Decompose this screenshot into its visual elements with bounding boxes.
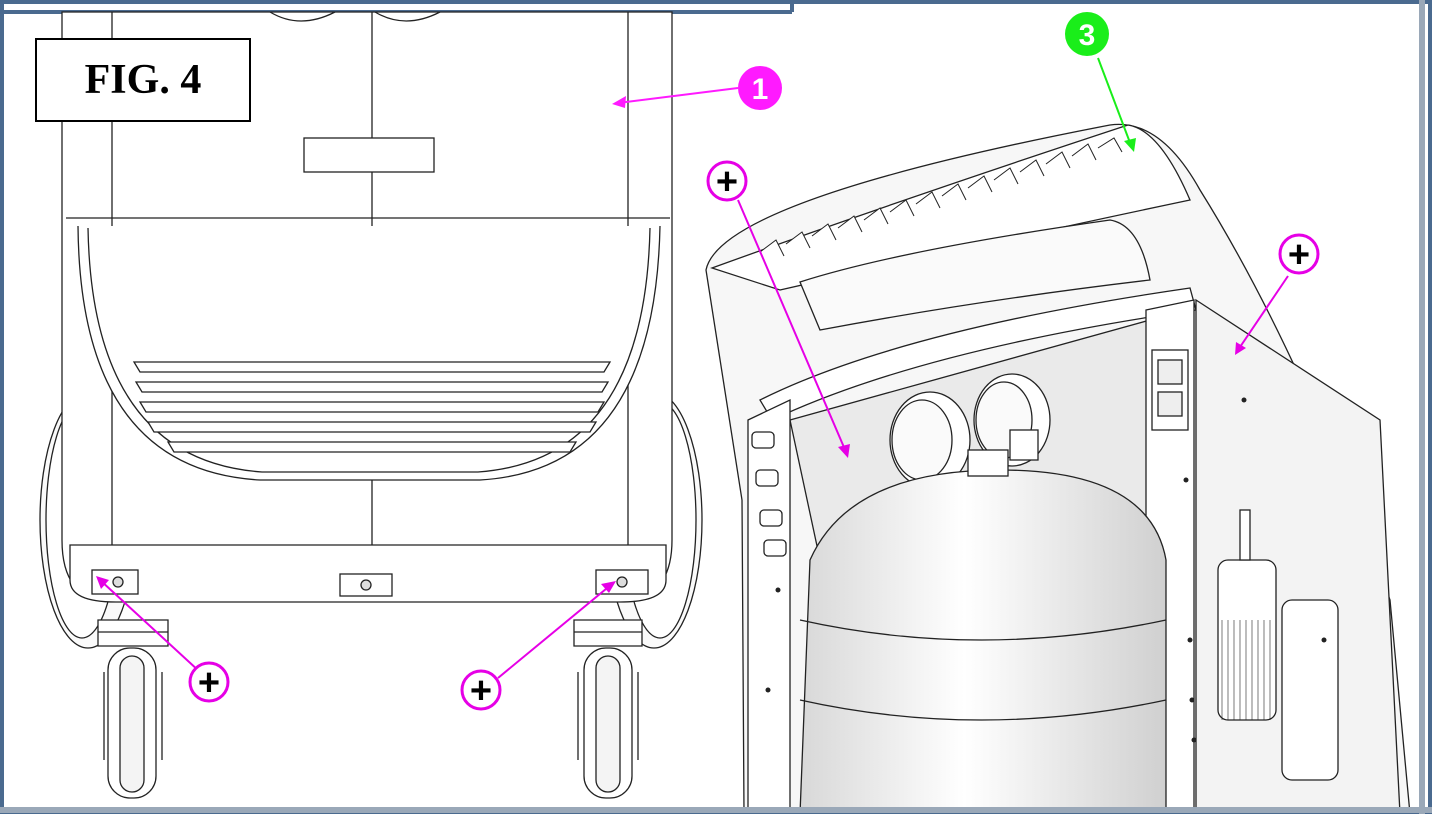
- callout-arrows: [96, 57, 1289, 679]
- screw-symbol: +: [1288, 234, 1310, 276]
- screw-marker-front-right: +: [460, 669, 502, 712]
- screw-symbol: +: [470, 670, 492, 712]
- callout-badge-3: 3: [1065, 12, 1109, 56]
- figure-title: FIG. 4: [35, 38, 251, 122]
- screw-symbol: +: [198, 662, 220, 704]
- screw-marker-interior-right: +: [1278, 233, 1320, 276]
- screw-arrow-front-right: [497, 583, 613, 679]
- screw-marker-front-left: +: [188, 661, 230, 704]
- screw-arrow-interior-right: [1237, 275, 1289, 351]
- callout-badge-1: 1: [738, 66, 782, 110]
- callout-3-arrow: [1097, 57, 1133, 149]
- callout-1-label: 1: [752, 73, 769, 106]
- screw-symbol: +: [716, 161, 738, 203]
- screw-marker-interior-left: +: [706, 160, 748, 203]
- callout-1-arrow: [617, 87, 739, 104]
- screw-arrow-interior-left: [737, 199, 847, 453]
- screw-arrow-front-left: [99, 579, 201, 673]
- right-view-machine-interior: [705, 123, 1411, 815]
- callout-3-label: 3: [1079, 19, 1096, 52]
